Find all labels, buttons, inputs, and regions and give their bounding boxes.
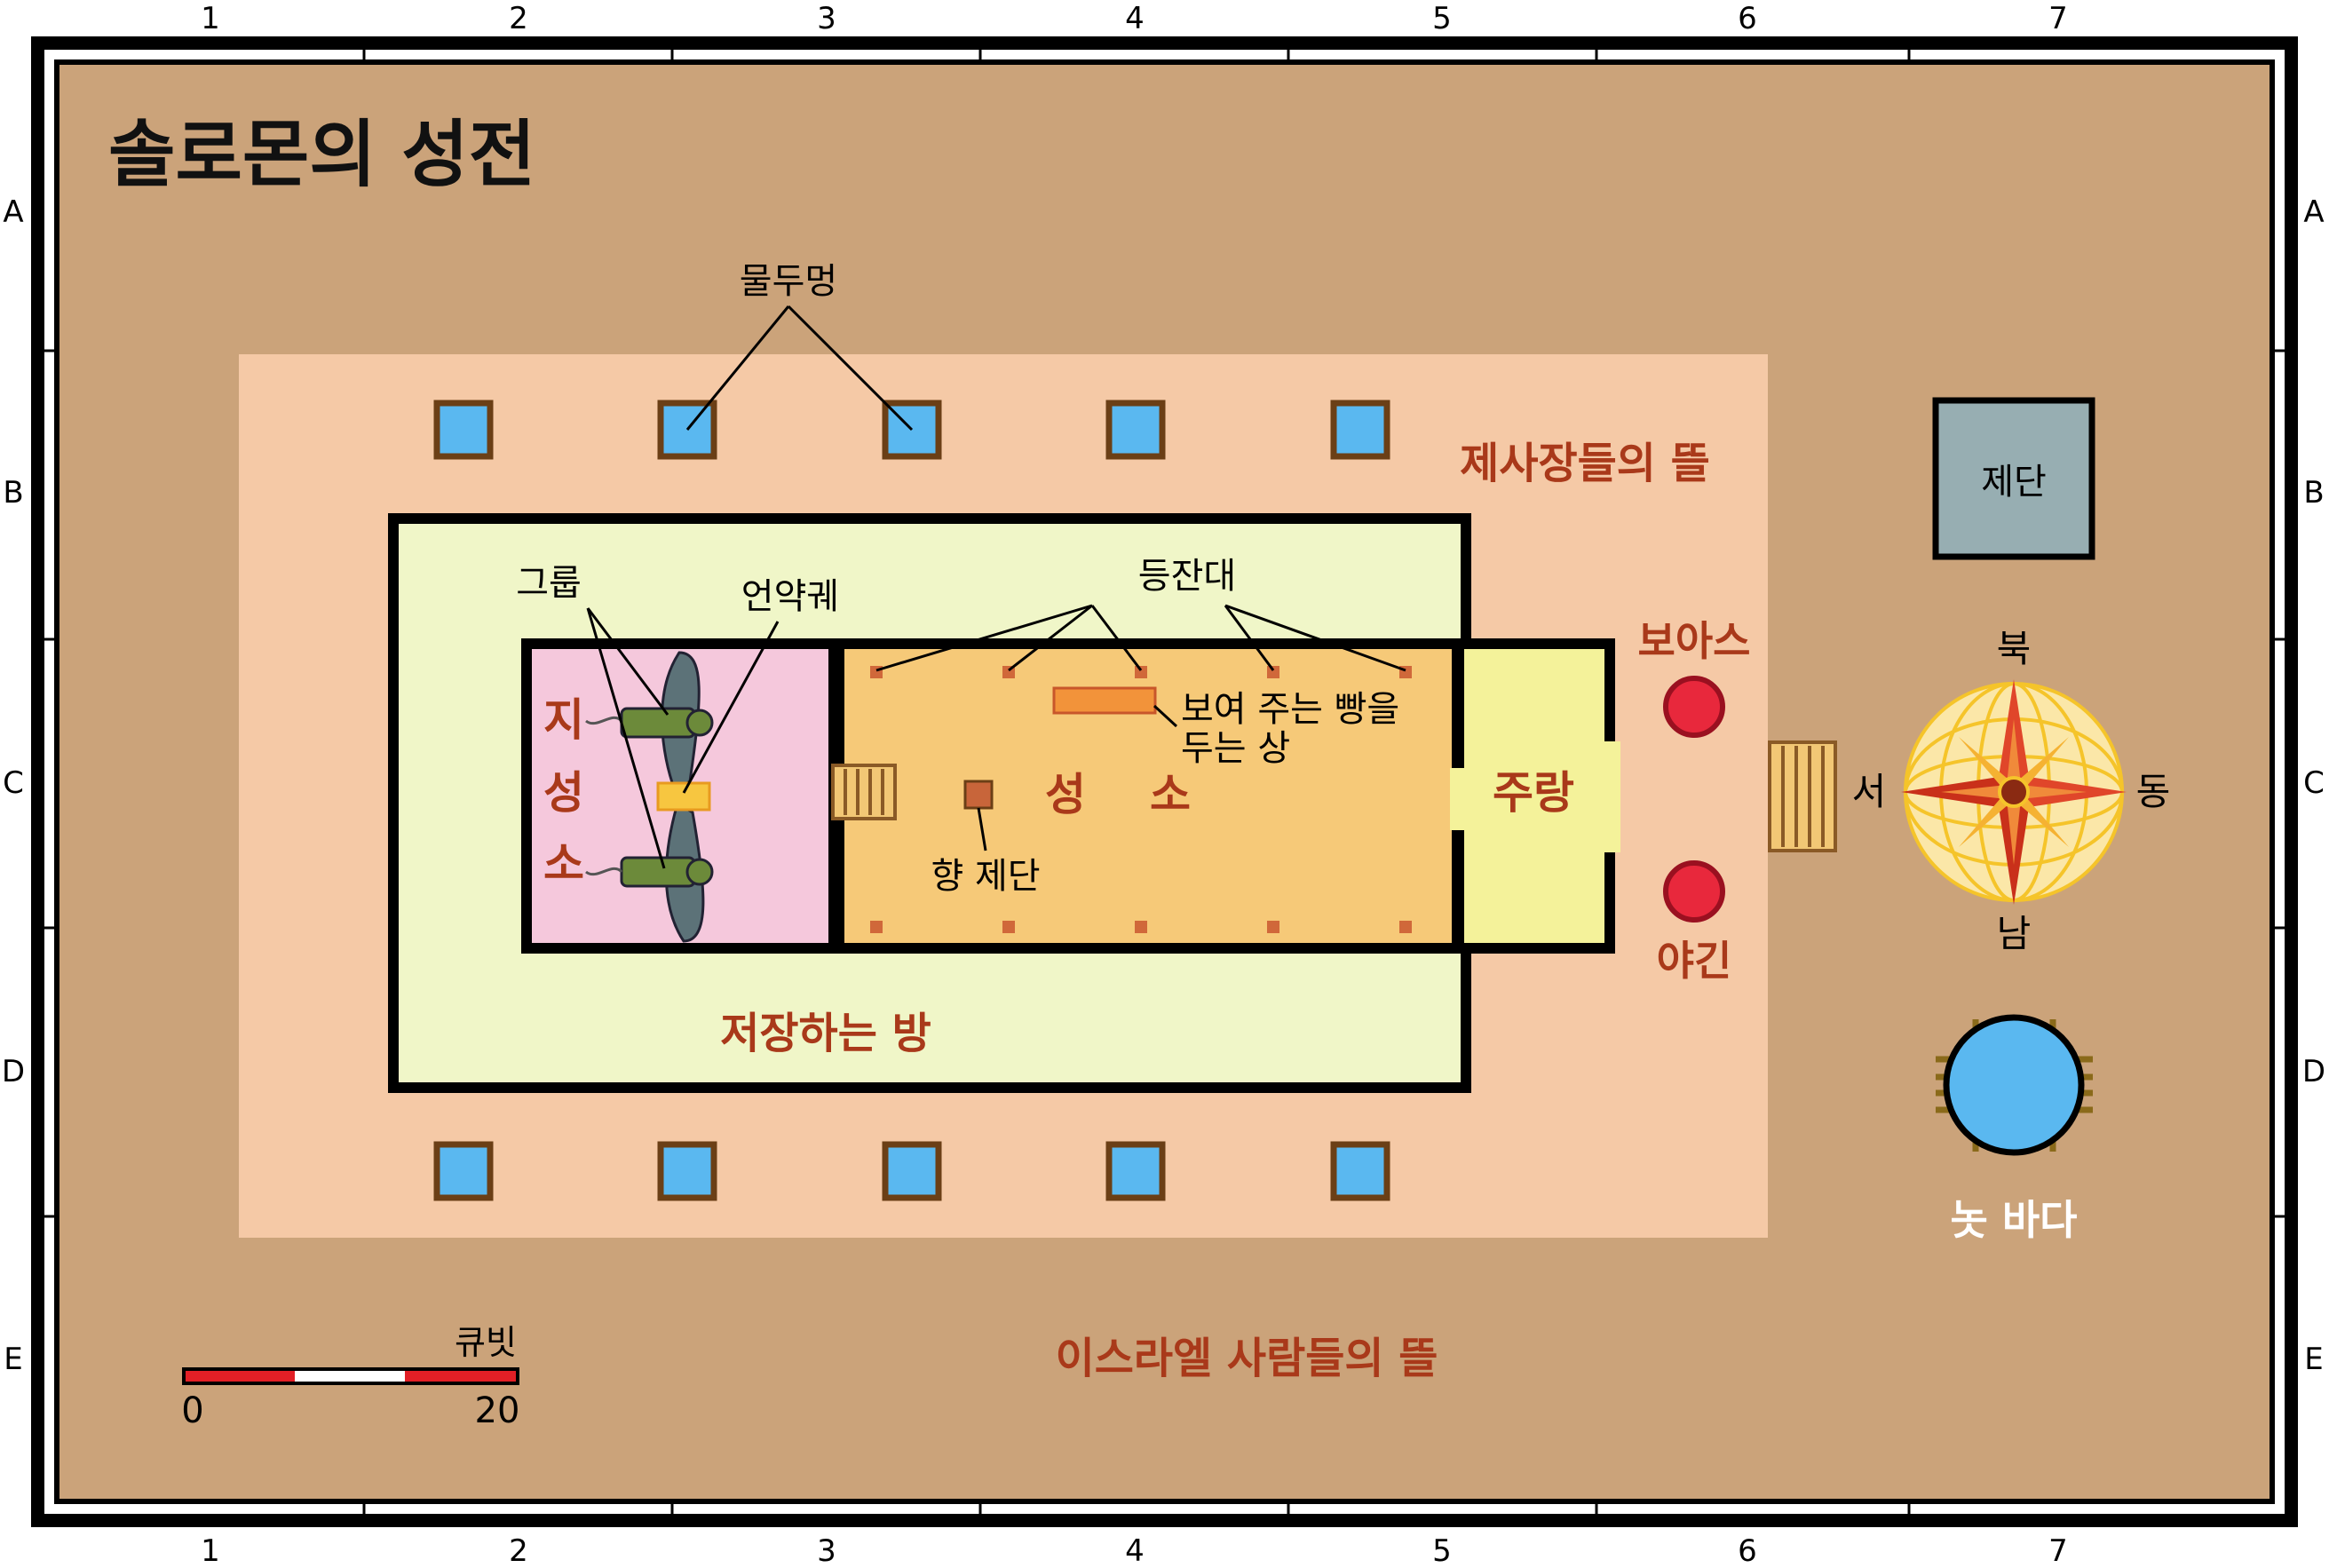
jachin-label: 야긴: [1657, 937, 1732, 985]
compass-rose: 북 남 동 서: [1852, 627, 2171, 955]
porch-label: 주랑: [1493, 767, 1574, 819]
compass-east-label: 동: [2136, 770, 2171, 813]
bronze-altar: [1932, 397, 2095, 560]
incense-altar-label: 향 제단: [931, 856, 1040, 897]
grid-row-label: D: [2302, 1054, 2325, 1089]
cherubim-leader-lines: [586, 607, 780, 869]
holy-of-holies-label-2: 성: [543, 767, 584, 819]
grid-col-label: 3: [817, 1533, 836, 1568]
basins-label: 물두멍: [740, 261, 837, 302]
bronze-sea-label: 놋 바다: [1951, 1196, 2078, 1244]
grid-col-label: 5: [1432, 1533, 1452, 1568]
grid-col-label: 2: [509, 1, 528, 36]
basin: [1330, 400, 1390, 460]
holy-place-label-1: 성: [1045, 769, 1086, 820]
basins-leader-lines: [685, 305, 914, 432]
showbread-table-label-1: 보여 주는 빵을: [1181, 689, 1399, 730]
outer-steps: [1768, 740, 1837, 852]
scale-end-label: 20: [475, 1390, 520, 1431]
holy-of-holies-label-3: 소: [543, 838, 584, 890]
showbread-table-label-2: 두는 상: [1181, 728, 1290, 769]
basin: [882, 1141, 942, 1201]
lampstands-label: 등잔대: [1138, 556, 1236, 597]
basin: [433, 400, 494, 460]
basin: [433, 1141, 494, 1201]
grid-col-label: 6: [1738, 1533, 1757, 1568]
showbread-table: [1052, 686, 1157, 715]
lampstand: [1267, 921, 1279, 933]
boaz-pillar: [1663, 676, 1725, 738]
jachin-pillar: [1663, 860, 1725, 923]
holy-place-label-2: 소: [1150, 769, 1191, 820]
holy-of-holies-label-1: 지: [543, 694, 584, 746]
grid-col-label: 4: [1125, 1533, 1145, 1568]
lampstand: [1002, 921, 1015, 933]
grid-row-label: B: [3, 475, 23, 511]
ark-of-covenant: [656, 781, 711, 812]
scale-unit-label: 큐빗: [455, 1323, 517, 1362]
scale-bar: 큐빗 0 20: [181, 1323, 519, 1431]
lampstand: [1135, 921, 1147, 933]
basin: [1330, 1141, 1390, 1201]
grid-row-label: C: [2303, 765, 2325, 801]
lampstand: [1135, 666, 1147, 678]
priests-court-label: 제사장들의 뜰: [1460, 439, 1710, 488]
inner-steps: [831, 764, 897, 820]
grid-col-label: 1: [201, 1533, 220, 1568]
bronze-sea: [1936, 1014, 2093, 1156]
grid-col-label: 2: [509, 1533, 528, 1568]
grid-row-label: D: [2, 1054, 25, 1089]
grid-col-label: 4: [1125, 1, 1145, 36]
grid-col-label: 7: [2048, 1, 2068, 36]
compass-north-label: 북: [1997, 627, 2032, 670]
lampstand: [870, 921, 883, 933]
grid-row-label: E: [2304, 1342, 2323, 1377]
ark-label: 언약궤: [741, 576, 839, 617]
incense-altar: [963, 780, 994, 810]
grid-col-label: 6: [1738, 1, 1757, 36]
boaz-label: 보아스: [1638, 617, 1751, 665]
map-title: 솔로몬의 성전: [108, 113, 535, 197]
storage-rooms-label: 저장하는 방: [720, 1009, 931, 1058]
lampstands-leader-lines: [875, 604, 1406, 672]
lampstand: [1399, 921, 1412, 933]
basins: [433, 400, 1390, 1201]
porch-doorway: [1603, 741, 1620, 852]
porch-area: [1464, 649, 1604, 943]
basin: [657, 1141, 717, 1201]
grid-col-label: 3: [817, 1, 836, 36]
cherub-bottom: [585, 801, 714, 943]
cherubim-label: 그룹: [516, 563, 582, 604]
scale-start-label: 0: [181, 1390, 203, 1431]
compass-west-label: 서: [1852, 770, 1887, 813]
basin: [1105, 400, 1166, 460]
grid-row-label: A: [2303, 194, 2324, 230]
grid-col-label: 5: [1432, 1, 1452, 36]
basin: [1105, 1141, 1166, 1201]
holy-place-doorway: [1450, 768, 1468, 830]
outer-court-label: 이스라엘 사람들의 뜰: [1056, 1334, 1438, 1383]
lampstand: [1267, 666, 1279, 678]
grid-row-label: E: [4, 1342, 22, 1377]
compass-south-label: 남: [1997, 912, 2032, 955]
compass-star: [1901, 679, 2127, 905]
cherub-top: [585, 651, 714, 793]
grid-col-label: 7: [2048, 1533, 2068, 1568]
grid-ticks: [31, 36, 2298, 1527]
grid-row-label: C: [3, 765, 24, 801]
grid-col-label: 1: [201, 1, 220, 36]
grid-row-label: A: [3, 194, 23, 230]
grid-row-label: B: [2303, 475, 2324, 511]
altar-label: 제단: [1981, 462, 2047, 503]
